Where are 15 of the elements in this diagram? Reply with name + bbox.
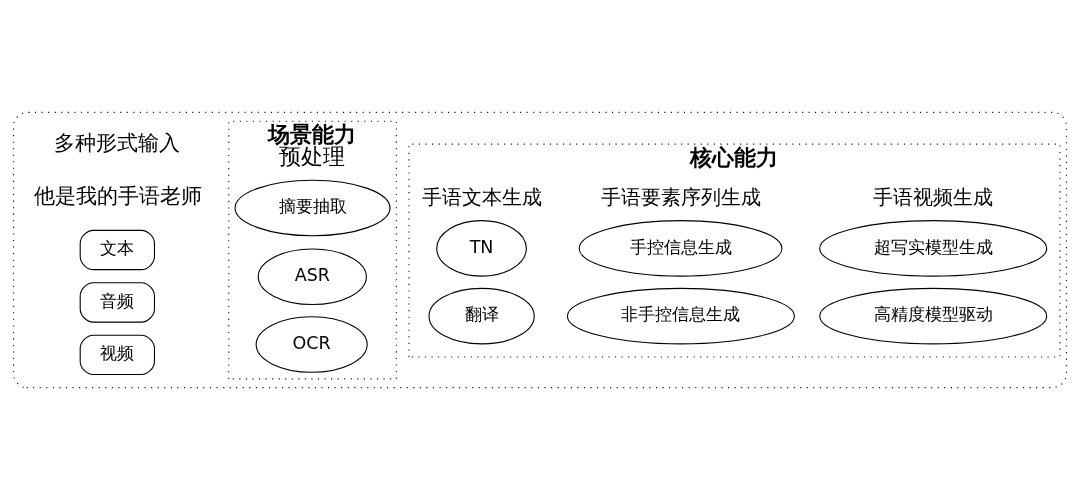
node-box: 文本 <box>79 229 156 270</box>
label: 多种形式输入 <box>53 130 180 155</box>
node-ellipse: 手控信息生成 <box>578 219 783 277</box>
node-ellipse: OCR <box>255 315 368 373</box>
node-ellipse: ASR <box>257 248 367 305</box>
node-ellipse: 超写实模型生成 <box>819 219 1048 277</box>
node-ellipse: 非手控信息生成 <box>566 287 795 344</box>
node-ellipse: TN <box>436 219 527 277</box>
label: 他是我的手语老师 <box>33 183 202 208</box>
node-ellipse: 摘要抽取 <box>234 179 391 236</box>
node-ellipse: 高精度模型驱动 <box>819 287 1048 344</box>
cluster <box>13 111 1067 388</box>
node-ellipse: 翻译 <box>428 287 535 344</box>
node-box: 音频 <box>79 281 156 323</box>
node-box: 视频 <box>79 334 156 375</box>
